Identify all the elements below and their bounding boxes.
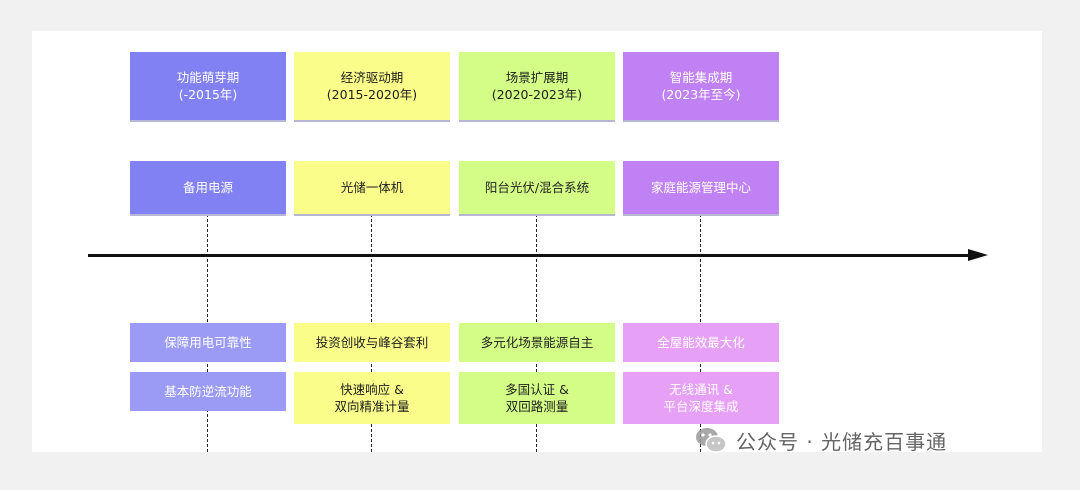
feature-box-4b: 无线通讯 & 平台深度集成 <box>623 372 779 424</box>
feature-label: 基本防逆流功能 <box>164 384 252 399</box>
feature-label-line2: 平台深度集成 <box>663 399 739 414</box>
feature-box-3b: 多国认证 & 双回路测量 <box>459 372 615 424</box>
watermark: 公众号 · 光储充百事通 <box>694 425 947 455</box>
product-label: 光储一体机 <box>340 180 404 195</box>
feature-label-line2: 双回路测量 <box>505 399 569 414</box>
product-box-3: 阳台光伏/混合系统 <box>459 161 615 214</box>
phase-name: 场景扩展期 <box>505 70 569 85</box>
product-label: 备用电源 <box>182 180 233 195</box>
product-box-4: 家庭能源管理中心 <box>623 161 779 214</box>
feature-box-2b: 快速响应 & 双向精准计量 <box>294 372 450 424</box>
feature-box-1a: 保障用电可靠性 <box>130 323 286 362</box>
feature-label-line1: 无线通讯 & <box>669 382 733 397</box>
timeline-axis <box>88 254 974 257</box>
phase-name: 功能萌芽期 <box>176 70 240 85</box>
product-box-1: 备用电源 <box>130 161 286 214</box>
phase-period: (2023年至今) <box>661 87 741 102</box>
feature-label: 投资创收与峰谷套利 <box>315 335 429 350</box>
phase-period: (2015-2020年) <box>326 87 418 102</box>
product-label: 家庭能源管理中心 <box>650 180 751 195</box>
phase-box-1: 功能萌芽期 (-2015年) <box>130 52 286 120</box>
phase-box-3: 场景扩展期 (2020-2023年) <box>459 52 615 120</box>
product-box-2: 光储一体机 <box>294 161 450 214</box>
phase-box-2: 经济驱动期 (2015-2020年) <box>294 52 450 120</box>
product-label: 阳台光伏/混合系统 <box>484 180 590 195</box>
phase-name: 智能集成期 <box>669 70 733 85</box>
feature-box-2a: 投资创收与峰谷套利 <box>294 323 450 362</box>
phase-name: 经济驱动期 <box>340 70 404 85</box>
phase-period: (-2015年) <box>178 87 238 102</box>
watermark-text: 公众号 · 光储充百事通 <box>736 429 948 454</box>
feature-label: 多元化场景能源自主 <box>480 335 594 350</box>
phase-box-4: 智能集成期 (2023年至今) <box>623 52 779 120</box>
feature-label: 全屋能效最大化 <box>657 335 745 350</box>
feature-label: 保障用电可靠性 <box>164 335 252 350</box>
feature-label-line2: 双向精准计量 <box>334 399 410 414</box>
feature-box-1b: 基本防逆流功能 <box>130 372 286 411</box>
feature-label-line1: 快速响应 & <box>340 382 404 397</box>
phase-period: (2020-2023年) <box>491 87 583 102</box>
feature-label-line1: 多国认证 & <box>505 382 569 397</box>
feature-box-3a: 多元化场景能源自主 <box>459 323 615 362</box>
timeline-arrowhead <box>968 249 988 261</box>
wechat-icon <box>696 428 727 453</box>
feature-box-4a: 全屋能效最大化 <box>623 323 779 362</box>
